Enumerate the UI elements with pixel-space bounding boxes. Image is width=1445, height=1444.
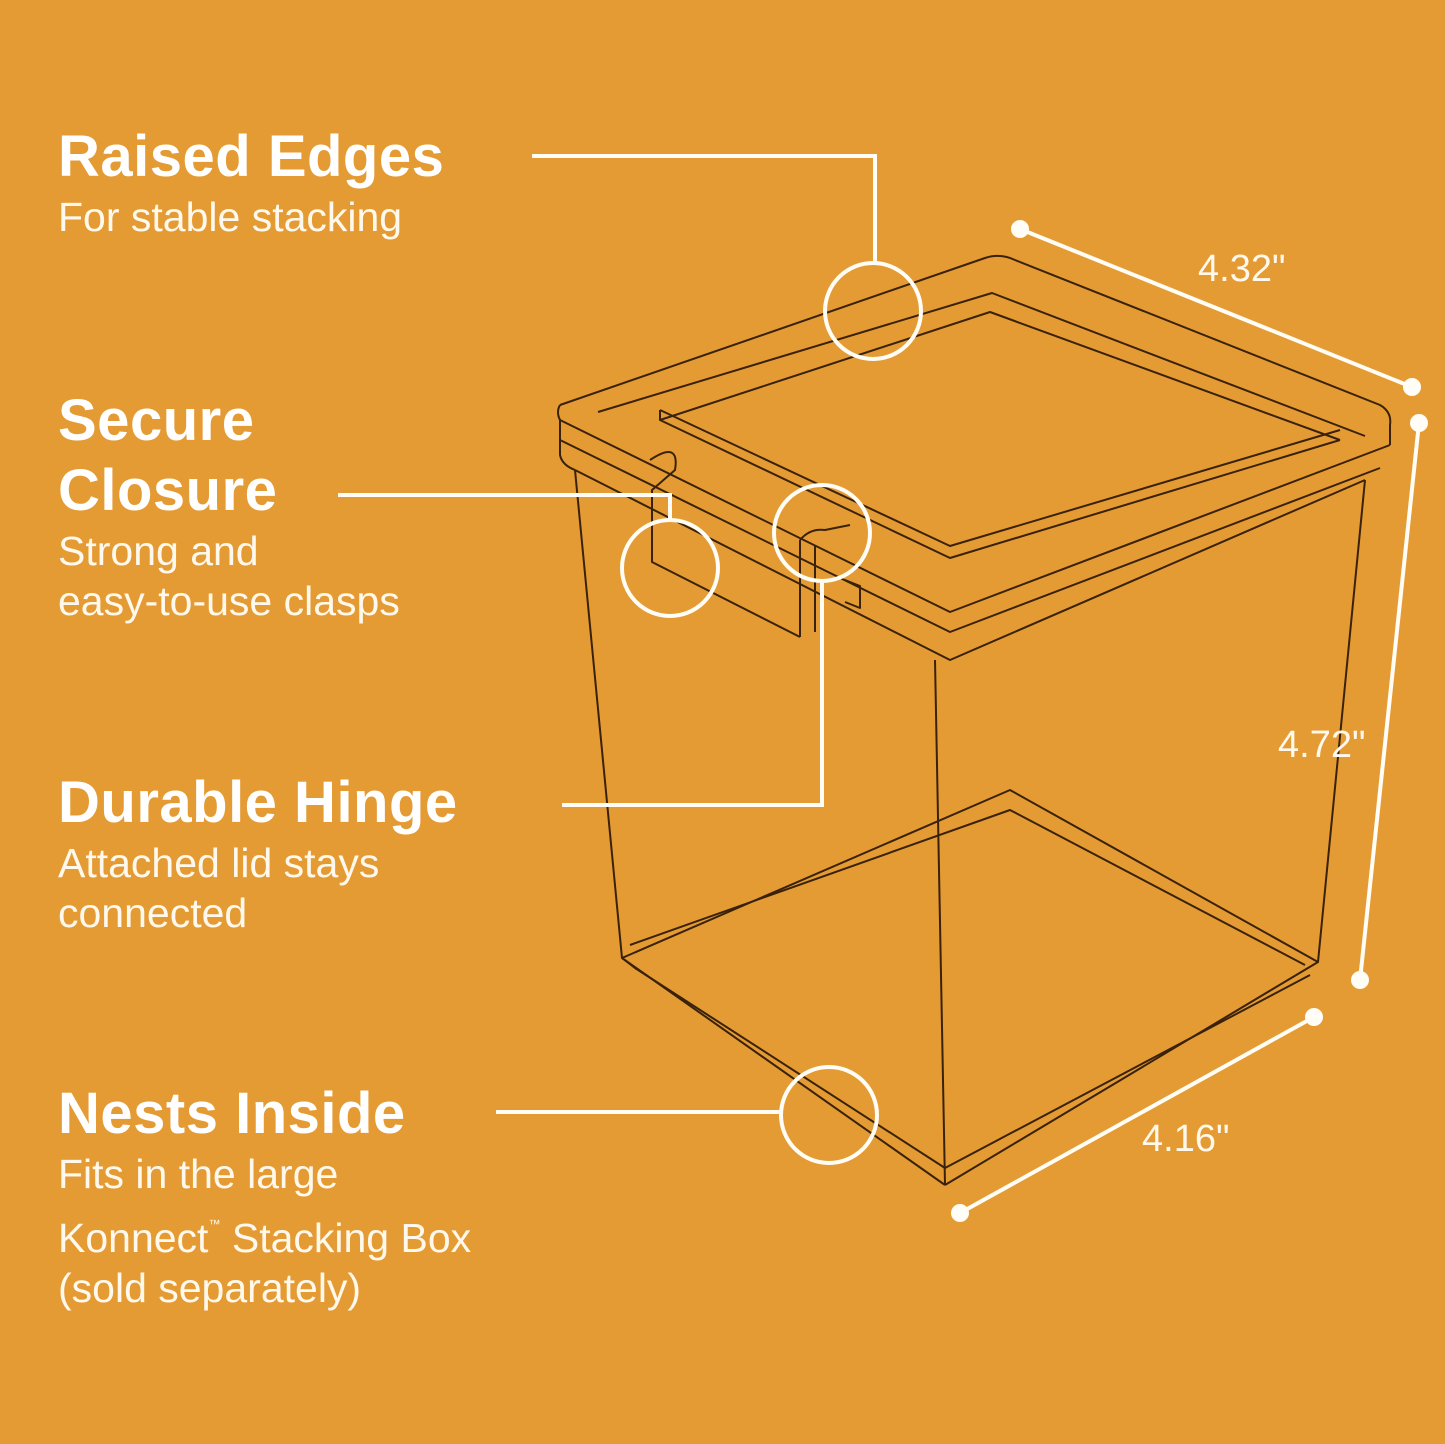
feature-title-line-1: Secure: [58, 388, 255, 453]
box-outline: [557, 254, 1392, 1186]
feature-durable-hinge: Durable Hinge Attached lid stays connect…: [58, 768, 458, 938]
dot-endpoint-icon: [1410, 414, 1428, 432]
dot-endpoint-icon: [1351, 971, 1369, 989]
feature-description-line-2: Konnect™ Stacking Box: [58, 1199, 471, 1263]
feature-title-line-2: Closure: [58, 458, 278, 523]
feature-nests-inside: Nests Inside Fits in the large Konnect™ …: [58, 1079, 471, 1313]
durable-hinge-leader: [562, 583, 824, 807]
trademark-symbol: ™: [208, 1217, 221, 1231]
circle-callout-icon: [779, 1065, 879, 1165]
feature-description-line-2: connected: [58, 890, 248, 936]
feature-description-line-1: Strong and: [58, 528, 259, 574]
dot-endpoint-icon: [951, 1204, 969, 1222]
feature-raised-edges: Raised Edges For stable stacking: [58, 122, 444, 242]
feature-title: Raised Edges: [58, 124, 445, 189]
raised-edges-leader: [532, 154, 877, 262]
secure-closure-leader: [338, 493, 672, 520]
circle-callout-icon: [823, 261, 923, 361]
feature-title: Nests Inside: [58, 1081, 406, 1146]
circle-callout-icon: [772, 483, 872, 583]
feature-secure-closure: Secure Closure Strong and easy-to-use cl…: [58, 386, 400, 626]
feature-description-line-1: Attached lid stays: [58, 840, 380, 886]
dot-endpoint-icon: [1011, 220, 1029, 238]
dimension-height-label: 4.72": [1278, 724, 1366, 766]
feature-description-line-2: easy-to-use clasps: [58, 578, 400, 624]
dimension-depth-label: 4.16": [1142, 1118, 1230, 1160]
callout-circles: [620, 261, 923, 1165]
feature-description-line-1: Fits in the large: [58, 1151, 339, 1197]
dot-endpoint-icon: [1305, 1008, 1323, 1026]
feature-description: For stable stacking: [58, 194, 403, 240]
brand-name: Konnect: [58, 1215, 209, 1261]
feature-description-line-3: (sold separately): [58, 1265, 362, 1311]
product-name: Stacking Box: [220, 1215, 472, 1261]
circle-callout-icon: [620, 518, 720, 618]
feature-title: Durable Hinge: [58, 770, 458, 835]
dimension-width-label: 4.32": [1198, 248, 1286, 290]
dimension-lines: [951, 220, 1428, 1222]
callout-lines: [338, 154, 877, 1114]
dot-endpoint-icon: [1403, 378, 1421, 396]
